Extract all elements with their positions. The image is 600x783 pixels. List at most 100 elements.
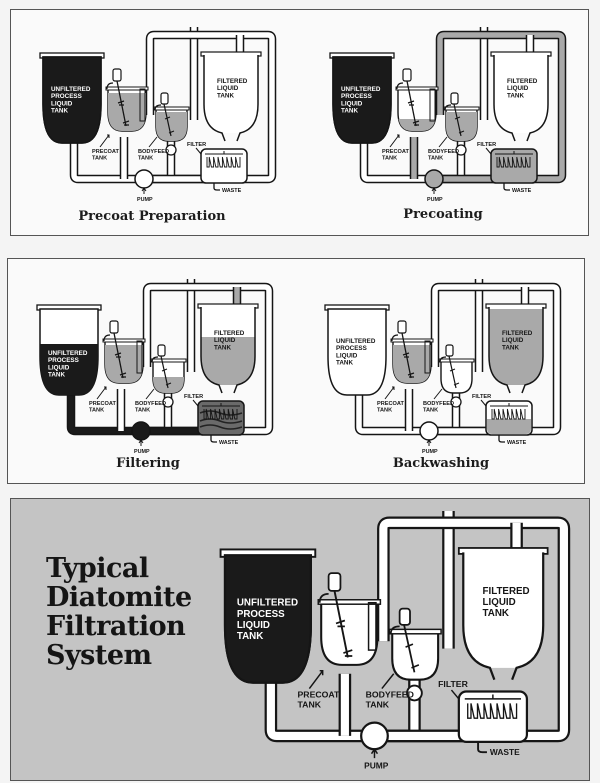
precoat-return-dip (139, 88, 146, 122)
unfiltered-liquid (40, 344, 98, 395)
unfiltered-liquid (223, 554, 312, 684)
precoat-tank-rim (395, 86, 439, 91)
waste-outlet (503, 183, 510, 191)
filtered-tank-body (463, 552, 544, 668)
filter-label: FILTER (438, 679, 468, 689)
waste-label: WASTE (507, 440, 527, 446)
precoat-tank-rim (317, 599, 382, 605)
precoat-mixer-motor (397, 320, 407, 334)
pump (134, 169, 154, 189)
pump (419, 421, 439, 441)
bodyfeed-liquid (446, 112, 477, 141)
process-line-pipe (266, 682, 470, 740)
precoat-mixer-shaft (401, 332, 412, 379)
bodyfeed-mixer-blades (454, 116, 465, 134)
bodyfeed-mixer-motor (445, 344, 454, 357)
precoat-liquid (105, 345, 143, 383)
precoat-return-dip (429, 88, 436, 122)
return-loop-pipe (379, 518, 568, 740)
process-line-pipe (361, 143, 498, 182)
filter-label: FILTER (187, 142, 206, 148)
waste-outlet (498, 435, 505, 443)
precoat-mixer-bracket (391, 334, 399, 342)
main-title-line-3: Filtration (46, 611, 186, 642)
filter-label: FILTER (184, 394, 203, 400)
filtered-tank (493, 55, 549, 142)
precoat-mixer-blades (402, 352, 415, 378)
caption-backwashing: Backwashing (392, 456, 490, 471)
precoat-mixer-shaft (113, 332, 124, 379)
filtered-liquid (201, 337, 255, 385)
filtered-tank-body (204, 55, 258, 133)
precoat-mixer-blades (117, 100, 130, 126)
pump-label: PUMP (364, 760, 389, 770)
precoat-arrow-icon (96, 386, 107, 400)
bodyfeed-mixer-blades (405, 643, 420, 669)
precoat-mixer-motor (112, 68, 122, 82)
precoat-arrow-icon (389, 134, 400, 148)
filtered-tank (203, 55, 259, 142)
pump-arrow-icon (141, 187, 147, 194)
filter-leaves (203, 408, 238, 420)
bodyfeed-mixer-shaft (160, 355, 169, 389)
main-title-line-2: Diatomite (46, 582, 192, 613)
filtered-tank (200, 307, 256, 394)
filter-label: FILTER (477, 142, 496, 148)
precoat-mixer-bracket (396, 82, 404, 90)
waste-label: WASTE (222, 188, 242, 194)
panel-precoating-frame (10, 9, 589, 236)
filter-arrow-icon (195, 147, 202, 155)
bodyfeed-mixer-shaft (163, 103, 172, 137)
filter-leaves (206, 156, 241, 168)
precoat-liquid (108, 93, 146, 131)
pump-label: PUMP (422, 449, 438, 455)
bodyfeed-mixer-bracket (389, 625, 400, 634)
bodyfeed-mixer-blades (161, 368, 172, 386)
unfiltered-tank (327, 308, 387, 396)
bodyfeed-mixer-blades (164, 116, 175, 134)
precoat-mixer-motor (327, 572, 342, 592)
waste-outlet (210, 435, 217, 443)
bodyfeed-mixer-bracket (154, 104, 162, 111)
filter-arrow-icon (192, 399, 199, 407)
caption-precoat-preparation: Precoat Preparation (78, 209, 226, 224)
bodyfeed-liquid (153, 377, 184, 393)
bodyfeed-mixer-motor (157, 344, 166, 357)
filtered-tank (488, 307, 544, 394)
pump-label: PUMP (134, 449, 150, 455)
panel-precoat-preparation (10, 9, 589, 236)
waste-label: WASTE (490, 747, 520, 757)
caption-filtering: Filtering (116, 456, 180, 471)
filter-arrow-icon (450, 689, 460, 700)
bodyfeed-mixer-motor (398, 607, 411, 626)
filter-leaves (491, 408, 526, 420)
precoat-mixer-shaft (333, 590, 349, 658)
pump-arrow-icon (431, 187, 437, 194)
bodyfeed-mixer-motor (160, 92, 169, 105)
precoat-mixer-bracket (103, 334, 111, 342)
bodyfeed-tank-rim (388, 628, 442, 635)
waste-outlet (213, 183, 220, 191)
return-loop-pipe (144, 284, 272, 434)
bodyfeed-mixer-bracket (444, 104, 452, 111)
bodyfeed-tank (391, 631, 440, 681)
pump-arrow-icon (370, 747, 379, 759)
unfiltered-liquid (42, 56, 102, 144)
bodyfeed-valve (406, 684, 423, 702)
waste-outlet (477, 741, 487, 754)
